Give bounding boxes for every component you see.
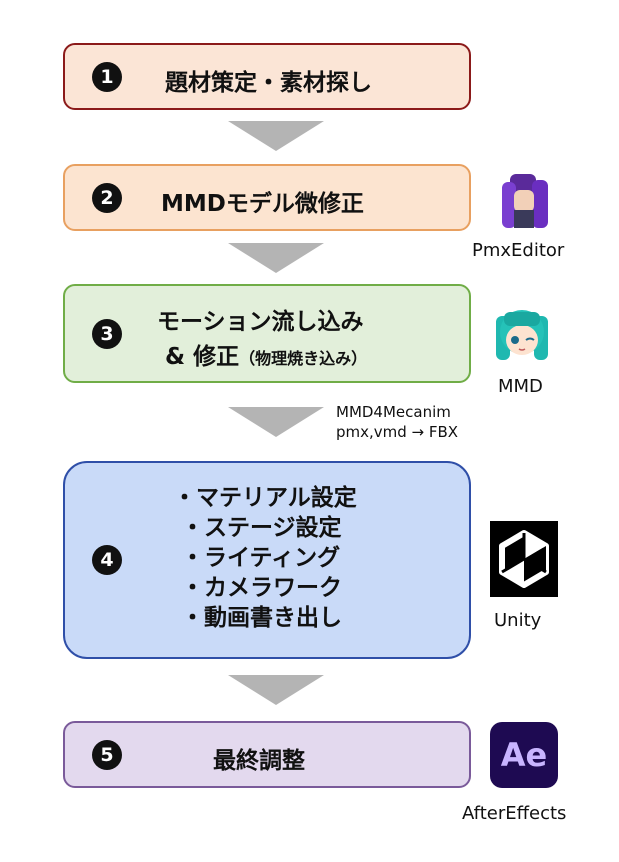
- task-item: ・動画書き出し: [181, 605, 342, 631]
- unity-label: Unity: [494, 610, 542, 631]
- step-3-title-main: & 修正: [165, 344, 240, 370]
- task-item: ・カメラワーク: [181, 575, 342, 601]
- task-item: ・ライティング: [181, 545, 341, 571]
- step-5-number-badge: 5: [92, 740, 122, 770]
- step-3-title-sub: （物理焼き込み）: [239, 349, 368, 368]
- step-3-title-line-1: モーション流し込み: [157, 309, 364, 335]
- aftereffects-logo-icon: Ae: [490, 722, 558, 788]
- aftereffects-label: AfterEffects: [462, 803, 567, 824]
- aftereffects-logo-text: Ae: [500, 736, 548, 774]
- step-3-number-badge: 3: [92, 319, 122, 349]
- conversion-note: MMD4Mecanim pmx,vmd → FBX: [336, 402, 458, 442]
- pmxeditor-character-icon: [502, 174, 548, 228]
- step-4-task-list: ・マテリアル設定 ・ステージ設定 ・ライティング ・カメラワーク ・動画書き出し: [173, 483, 357, 633]
- step-4-number-badge: 4: [92, 545, 122, 575]
- step-5-box: 5 最終調整: [63, 721, 471, 788]
- step-2-number-badge: 2: [92, 183, 122, 213]
- step-1-title: 題材策定・素材探し: [165, 70, 372, 96]
- step-4-box: 4 ・マテリアル設定 ・ステージ設定 ・ライティング ・カメラワーク ・動画書き…: [63, 461, 471, 659]
- conversion-note-line-2: pmx,vmd → FBX: [336, 423, 459, 441]
- task-item: ・ステージ設定: [181, 515, 342, 541]
- step-3-box: 3 モーション流し込み & 修正（物理焼き込み）: [63, 284, 471, 383]
- task-item: ・マテリアル設定: [173, 485, 357, 511]
- step-2-title: MMDモデル微修正: [161, 191, 364, 217]
- down-arrow-4: [228, 675, 324, 705]
- conversion-note-line-1: MMD4Mecanim: [336, 403, 451, 421]
- mmd-character-icon: [496, 310, 548, 360]
- down-arrow-1: [228, 121, 324, 151]
- step-5-title: 最終調整: [213, 748, 305, 774]
- step-1-number-badge: 1: [92, 62, 122, 92]
- mmd-label: MMD: [498, 376, 543, 397]
- step-3-title-line-2: & 修正（物理焼き込み）: [165, 337, 367, 371]
- down-arrow-2: [228, 243, 324, 273]
- down-arrow-3: [228, 407, 324, 437]
- pmxeditor-label: PmxEditor: [472, 240, 565, 261]
- step-2-box: 2 MMDモデル微修正: [63, 164, 471, 231]
- unity-logo-icon: [490, 521, 558, 597]
- step-1-box: 1 題材策定・素材探し: [63, 43, 471, 110]
